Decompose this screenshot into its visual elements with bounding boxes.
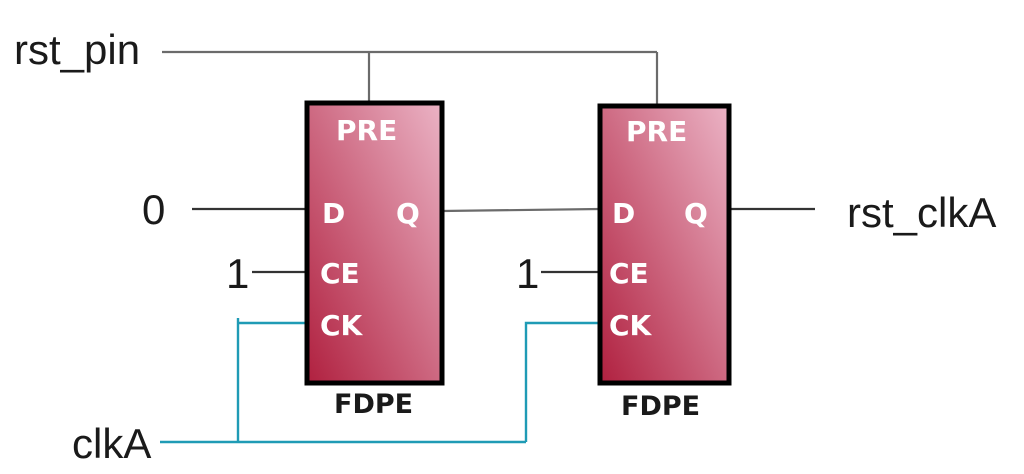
ce-pin-label: CE bbox=[320, 257, 360, 290]
pre-pin-label: PRE bbox=[336, 114, 397, 147]
pre-pin-label: PRE bbox=[626, 115, 687, 148]
d-pin-label: D bbox=[612, 197, 635, 230]
ck-pin-label: CK bbox=[320, 309, 364, 342]
rst-pin-label: rst_pin bbox=[14, 26, 140, 73]
flipflop-fdpe-2[interactable]: PRE D Q CE CK FDPE bbox=[597, 103, 732, 422]
ce2-const-label: 1 bbox=[516, 250, 539, 297]
q-pin-label: Q bbox=[684, 197, 708, 230]
flipflop-body bbox=[304, 100, 445, 386]
cell-type-label: FDPE bbox=[621, 391, 700, 422]
rst-pin-net bbox=[162, 50, 659, 106]
q1-to-d2-wire bbox=[441, 207, 601, 213]
d-pin-label: D bbox=[322, 197, 345, 230]
cell-type-label: FDPE bbox=[334, 389, 413, 420]
clka-net bbox=[160, 318, 600, 444]
rst-clka-label: rst_clkA bbox=[847, 189, 996, 236]
q-pin-label: Q bbox=[396, 197, 420, 230]
ck-pin-label: CK bbox=[609, 309, 653, 342]
d-const-label: 0 bbox=[142, 186, 165, 233]
clka-label: clkA bbox=[72, 420, 151, 467]
flipflop-fdpe-1[interactable]: PRE D Q CE CK FDPE bbox=[304, 100, 445, 420]
ce1-const-label: 1 bbox=[226, 250, 249, 297]
flipflop-body bbox=[597, 103, 732, 386]
ce-pin-label: CE bbox=[609, 257, 649, 290]
